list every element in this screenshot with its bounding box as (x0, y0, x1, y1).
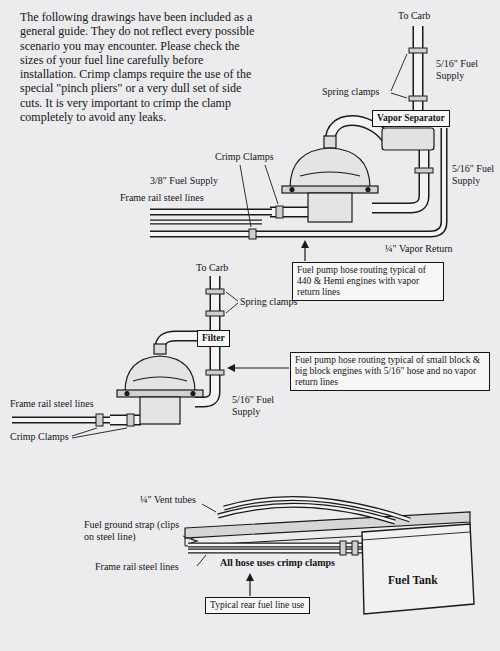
fuel-pump (117, 344, 203, 424)
part-label: Fuel Tank (388, 574, 438, 587)
callout-box: Typical rear fuel line use (205, 597, 310, 614)
fuel-tank (362, 524, 474, 614)
leader-line (72, 292, 238, 438)
box-text: Fuel pump hose routing typical of small … (295, 355, 485, 388)
vent-tube (218, 498, 410, 522)
fuel-tank (362, 532, 470, 540)
callout-arrow (301, 240, 309, 261)
fuel-pump (282, 136, 378, 222)
leader-line (240, 54, 407, 227)
separator-canister (382, 128, 434, 150)
part-label: Fuel ground strap (clips on steel line) (84, 519, 182, 542)
box-text: Typical rear fuel line use (210, 600, 305, 611)
callout-box: Fuel pump hose routing typical of small … (290, 352, 490, 391)
steel-line (150, 220, 262, 225)
clamp (96, 289, 224, 426)
box-text: Filter (202, 333, 225, 344)
steel-line (150, 221, 262, 224)
part-label: Spring clamps (322, 86, 380, 98)
part-label: 5/16" Fuel Supply (436, 58, 492, 81)
part-label: To Carb (196, 262, 228, 274)
box-text: Vapor Separator (377, 113, 445, 124)
steel-line (188, 545, 364, 551)
filter-box: Filter (197, 330, 230, 347)
steel-line (12, 418, 110, 422)
part-label: Frame rail steel lines (95, 561, 179, 573)
part-label: ¼" Vapor Return (385, 243, 453, 255)
part-label: Spring clamps (240, 296, 298, 308)
clamp (249, 48, 433, 239)
steel-line (150, 210, 272, 214)
part-label: Crimp Clamps (215, 151, 274, 163)
callout-arrow (227, 364, 289, 372)
part-label: 5/16" Fuel Supply (232, 394, 284, 417)
ground-strap (191, 537, 197, 543)
leader-line (183, 504, 216, 566)
part-label: 3/8" Fuel Supply (150, 175, 218, 187)
part-label: Crimp Clamps (10, 431, 69, 443)
part-label: All hose uses crimp clamps (220, 557, 335, 569)
instruction-note: The following drawings have been include… (20, 10, 260, 124)
vapor-return-line (150, 128, 444, 234)
part-label: Frame rail steel lines (10, 398, 94, 410)
part-label: ¼" Vent tubes (140, 494, 196, 506)
steel-line (12, 417, 110, 424)
callout-arrow (246, 573, 254, 596)
steel-line (150, 209, 272, 216)
callout-box: Fuel pump hose routing typical of 440 & … (292, 262, 444, 301)
part-label: Frame rail steel lines (120, 192, 204, 204)
part-label: To Carb (398, 10, 430, 22)
box-text: Fuel pump hose routing typical of 440 & … (297, 265, 439, 298)
separator-box: Vapor Separator (372, 110, 450, 127)
part-label: 5/16" Fuel Supply (452, 163, 497, 186)
clamp (340, 541, 358, 555)
vapor-return-line (150, 128, 444, 234)
